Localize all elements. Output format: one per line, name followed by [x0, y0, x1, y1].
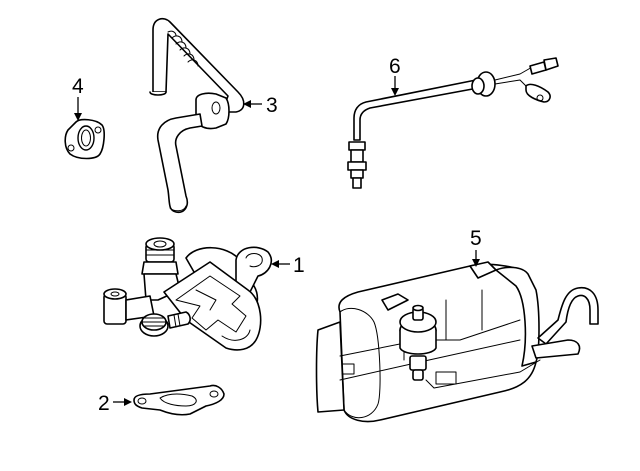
part-5-vapor-canister[interactable]	[315, 261, 599, 423]
callout-6: 6	[389, 55, 401, 96]
callout-label-2: 2	[98, 392, 110, 415]
callout-label-1: 1	[293, 254, 305, 277]
part-6-oxygen-sensor[interactable]	[347, 57, 559, 189]
part-4-flange-gasket[interactable]	[64, 118, 105, 160]
callout-label-6: 6	[389, 55, 401, 78]
callout-2: 2	[98, 392, 132, 415]
part-2-egr-gasket[interactable]	[133, 384, 225, 416]
callout-label-4: 4	[72, 75, 84, 98]
part-3-egr-tube[interactable]	[149, 17, 245, 214]
callout-5: 5	[470, 227, 482, 267]
callout-label-3: 3	[266, 94, 278, 117]
part-1-egr-valve[interactable]	[103, 237, 273, 351]
callout-3: 3	[243, 94, 278, 117]
callout-label-5: 5	[470, 227, 482, 250]
callout-4: 4	[72, 75, 84, 121]
callout-1: 1	[271, 254, 305, 277]
